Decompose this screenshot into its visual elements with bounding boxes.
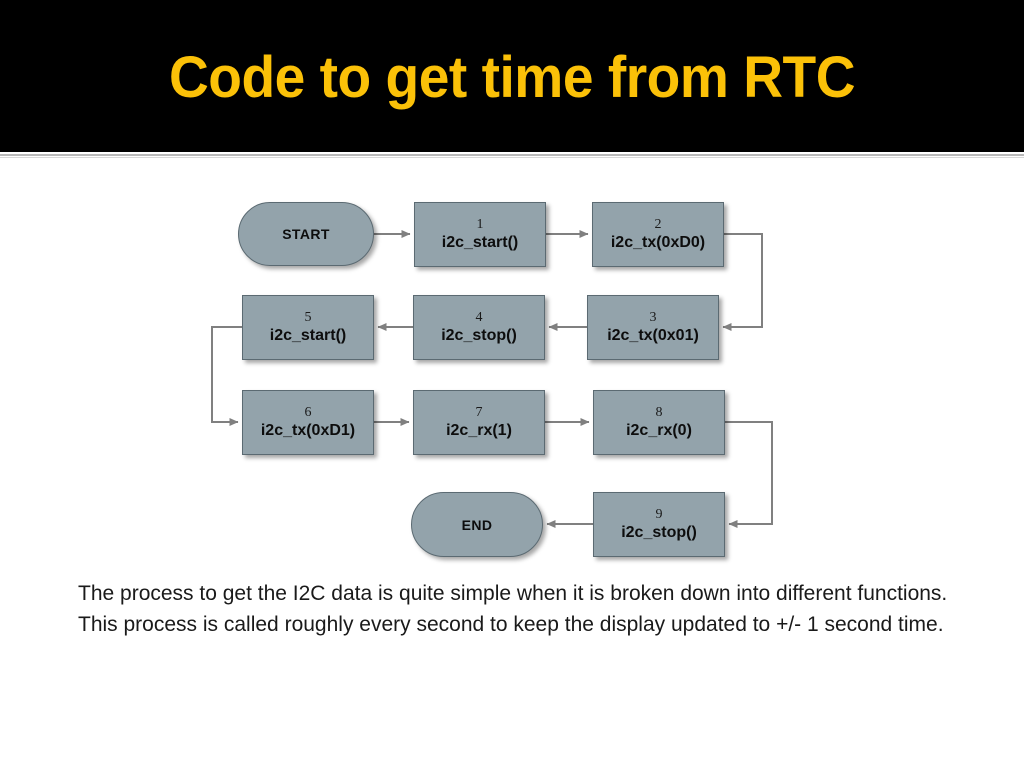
flow-node-4-number: 4: [475, 309, 483, 325]
edge-5-to-6: [211, 326, 242, 426]
flow-node-end-label: END: [461, 516, 493, 533]
flow-node-end[interactable]: END: [411, 492, 543, 557]
edge-2-to-3: [722, 233, 763, 331]
flow-node-6-label: i2c_tx(0xD1): [260, 421, 356, 439]
page-title: Code to get time from RTC: [168, 45, 856, 110]
flow-node-8-label: i2c_rx(0): [626, 421, 692, 439]
body-paragraph: The process to get the I2C data is quite…: [78, 582, 948, 636]
flowchart-diagram: START 1 i2c_start() 2 i2c_tx(0xD0) 3 i2c…: [0, 152, 1024, 582]
edge-8-to-9: [725, 421, 773, 528]
flow-node-4-label: i2c_stop(): [441, 326, 517, 344]
flow-node-1-label: i2c_start(): [441, 233, 519, 251]
flow-node-3[interactable]: 3 i2c_tx(0x01): [587, 295, 719, 360]
flow-node-3-label: i2c_tx(0x01): [607, 326, 699, 344]
flow-node-9-number: 9: [655, 506, 663, 522]
flow-node-start[interactable]: START: [238, 202, 374, 266]
flow-node-6[interactable]: 6 i2c_tx(0xD1): [242, 390, 374, 455]
title-band: [0, 0, 1024, 152]
flow-node-2-number: 2: [654, 216, 662, 232]
flow-node-start-label: START: [282, 226, 330, 242]
flow-node-2-label: i2c_tx(0xD0): [610, 233, 706, 251]
connector-layer: [211, 230, 773, 528]
flow-node-3-number: 3: [649, 309, 657, 325]
flow-node-7-number: 7: [475, 404, 483, 420]
flow-node-4[interactable]: 4 i2c_stop(): [413, 295, 545, 360]
flow-node-8-number: 8: [655, 404, 663, 420]
flow-node-2[interactable]: 2 i2c_tx(0xD0): [592, 202, 724, 267]
flow-node-1[interactable]: 1 i2c_start(): [414, 202, 546, 267]
flow-node-5-number: 5: [304, 309, 312, 325]
flow-node-8[interactable]: 8 i2c_rx(0): [593, 390, 725, 455]
flow-node-7-label: i2c_rx(1): [446, 421, 512, 439]
flow-node-1-number: 1: [476, 216, 484, 232]
flow-node-7[interactable]: 7 i2c_rx(1): [413, 390, 545, 455]
flow-node-6-number: 6: [304, 404, 312, 420]
flow-node-5[interactable]: 5 i2c_start(): [242, 295, 374, 360]
flow-node-5-label: i2c_start(): [269, 326, 347, 344]
flow-node-9-label: i2c_stop(): [621, 523, 697, 541]
flow-node-9[interactable]: 9 i2c_stop(): [593, 492, 725, 557]
header-divider: [0, 153, 1024, 159]
